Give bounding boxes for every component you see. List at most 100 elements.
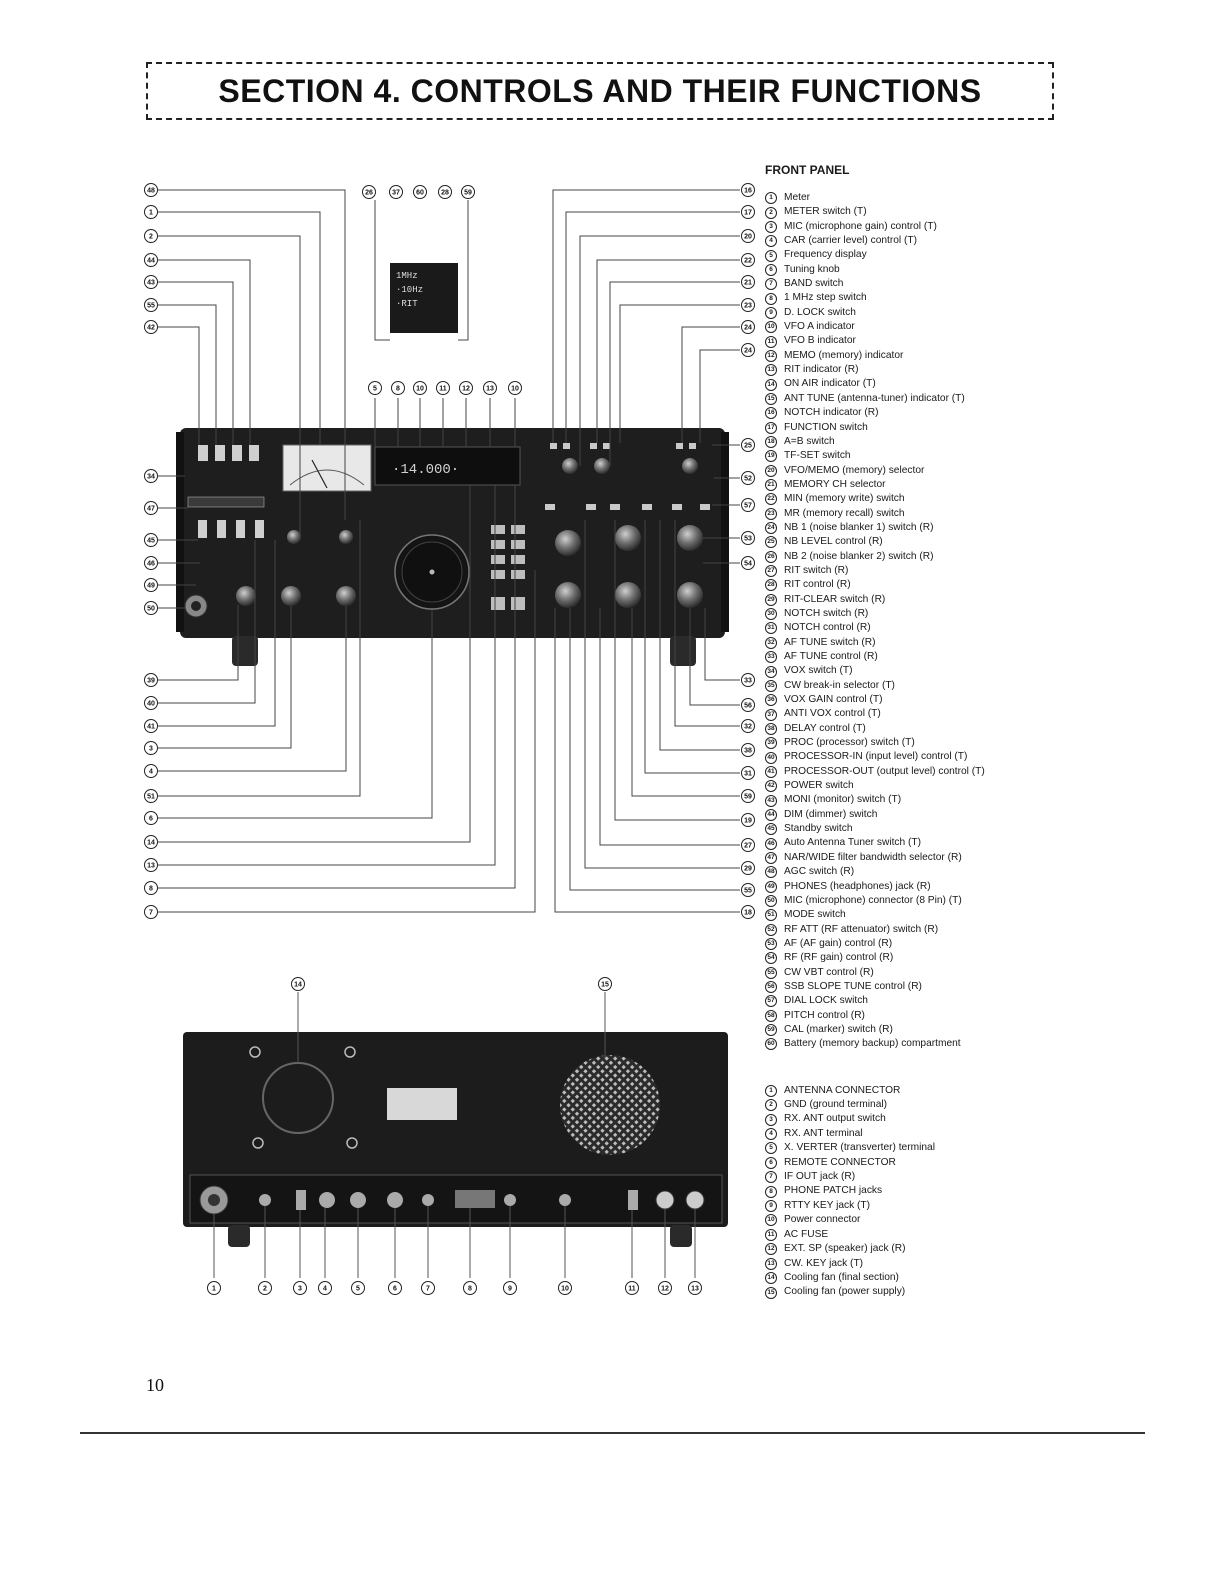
svg-text:46: 46	[147, 561, 155, 568]
svg-text:37: 37	[392, 190, 400, 197]
rear-panel-label: IF OUT jack (R)	[784, 1171, 856, 1183]
number-badge: 9	[765, 1200, 777, 1213]
number-badge: 16	[765, 407, 777, 420]
callout-badge: 2	[144, 229, 158, 243]
front-panel-item: 44 DIM (dimmer) switch	[765, 808, 1055, 822]
svg-text:47: 47	[147, 506, 155, 513]
callout-badge: 1	[144, 205, 158, 219]
number-badge: 8	[765, 292, 777, 305]
svg-text:15: 15	[601, 982, 609, 989]
front-panel-label: VOX GAIN control (T)	[784, 694, 883, 706]
number-badge: 49	[765, 880, 777, 893]
front-panel-label: Frequency display	[784, 249, 867, 261]
callout-badge: 24	[741, 320, 755, 334]
svg-text:55: 55	[147, 303, 155, 310]
front-panel-label: D. LOCK switch	[784, 306, 856, 318]
svg-text:19: 19	[744, 818, 752, 825]
number-badge: 60	[765, 1038, 777, 1051]
callout-badge: 47	[144, 501, 158, 515]
front-panel-label: RIT indicator (R)	[784, 364, 859, 376]
number-badge: 8	[765, 1185, 777, 1198]
front-panel-label: MONI (monitor) switch (T)	[784, 794, 902, 806]
svg-text:3: 3	[298, 1286, 302, 1293]
number-badge: 57	[765, 995, 777, 1008]
callout-leader-lines	[158, 189, 740, 913]
front-panel-label: DELAY control (T)	[784, 722, 866, 734]
number-badge: 11	[765, 1228, 777, 1241]
callout-badge: 11	[436, 381, 450, 395]
callout-badge: 28	[438, 185, 452, 199]
svg-text:12: 12	[661, 1286, 669, 1293]
svg-text:8: 8	[396, 386, 400, 393]
front-panel-label: Standby switch	[784, 823, 853, 835]
front-panel-label: MEMO (memory) indicator	[784, 349, 904, 361]
front-panel-label: ON AIR indicator (T)	[784, 378, 876, 390]
number-badge: 15	[765, 1286, 777, 1299]
front-panel-label: AGC switch (R)	[784, 866, 855, 878]
callout-badge: 13	[483, 381, 497, 395]
front-panel-label: VFO/MEMO (memory) selector	[784, 464, 925, 476]
number-badge: 25	[765, 536, 777, 549]
number-badge: 12	[765, 349, 777, 362]
number-badge: 51	[765, 909, 777, 922]
transceiver-rear-photo	[183, 1032, 728, 1247]
callout-badge: 57	[741, 498, 755, 512]
callout-badge: 18	[741, 905, 755, 919]
callout-badge: 56	[741, 698, 755, 712]
number-badge: 9	[765, 306, 777, 319]
svg-text:6: 6	[149, 816, 153, 823]
front-panel-label: AF TUNE switch (R)	[784, 636, 876, 648]
number-badge: 29	[765, 593, 777, 606]
rear-panel-label: EXT. SP (speaker) jack (R)	[784, 1243, 906, 1255]
number-badge: 44	[765, 808, 777, 821]
callout-badge: 12	[459, 381, 473, 395]
rear-panel-label: ANTENNA CONNECTOR	[784, 1084, 901, 1096]
number-badge: 28	[765, 579, 777, 592]
svg-text:51: 51	[147, 794, 155, 801]
front-panel-label: 1 MHz step switch	[784, 292, 867, 304]
callout-badge: 40	[144, 696, 158, 710]
number-badge: 6	[765, 263, 777, 276]
callout-badge: 34	[144, 469, 158, 483]
front-panel-label: CW VBT control (R)	[784, 966, 874, 978]
front-panel-label: PROC (processor) switch (T)	[784, 737, 915, 749]
front-panel-label: DIM (dimmer) switch	[784, 808, 878, 820]
callout-badge: 12	[658, 1281, 672, 1295]
front-panel-label: POWER switch	[784, 780, 854, 792]
callout-badge: 42	[144, 320, 158, 334]
front-panel-label: BAND switch	[784, 278, 844, 290]
front-panel-label: TF-SET switch	[784, 450, 851, 462]
svg-text:17: 17	[744, 210, 752, 217]
number-badge: 23	[765, 507, 777, 520]
svg-text:59: 59	[464, 190, 472, 197]
number-badge: 6	[765, 1156, 777, 1169]
